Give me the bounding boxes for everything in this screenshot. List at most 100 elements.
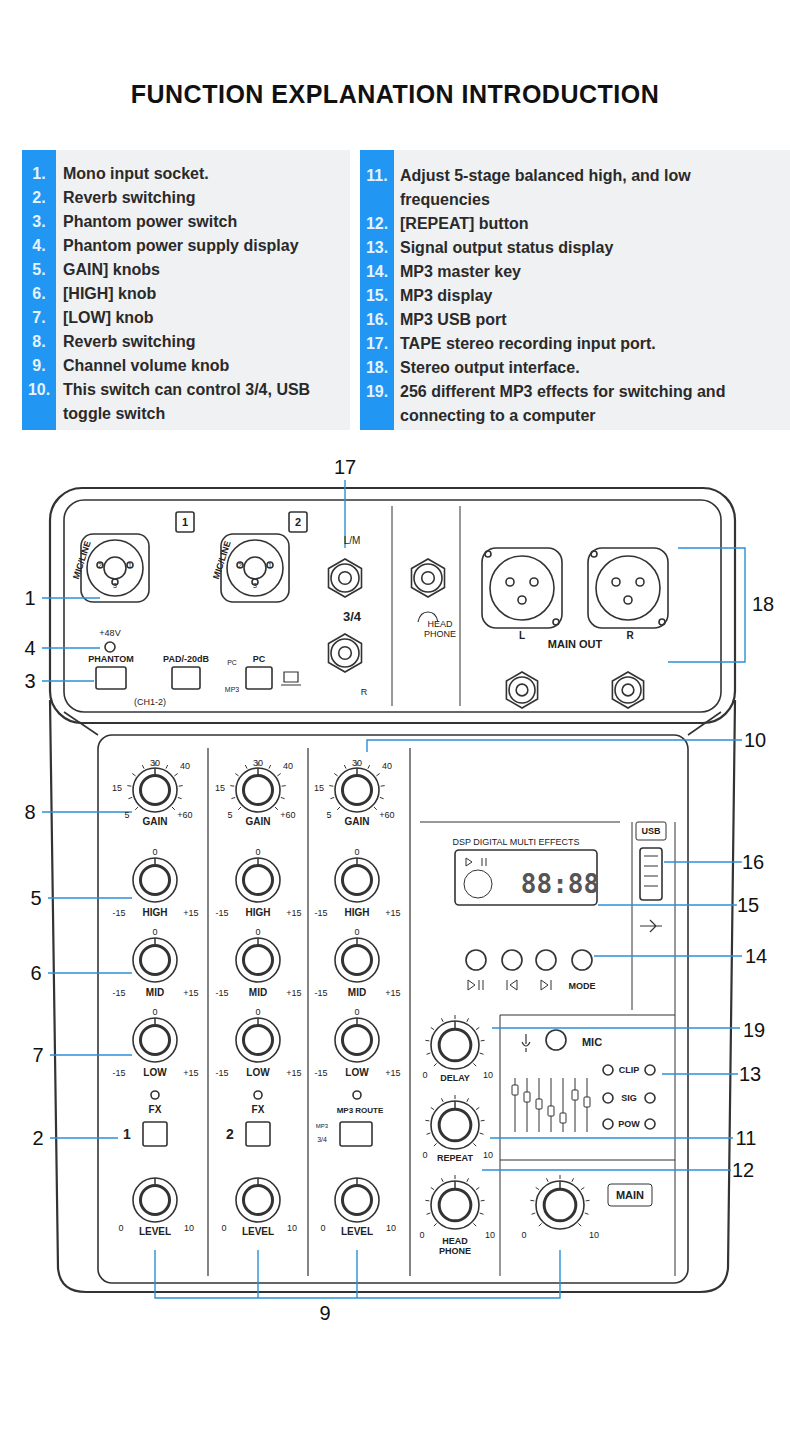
usb-label-box	[636, 822, 666, 840]
leader-line	[367, 740, 742, 752]
list-number: 13.	[360, 236, 394, 260]
slider-cap	[524, 1092, 530, 1102]
scale-mark: +15	[286, 988, 301, 998]
slider-cap	[512, 1085, 518, 1095]
display-digits: 88:88	[521, 870, 599, 900]
list-number: 19.	[360, 380, 394, 404]
knob	[431, 1181, 479, 1229]
button-label: FX	[252, 1104, 265, 1116]
channel-number: 1	[123, 1126, 131, 1142]
knob	[236, 1178, 280, 1222]
phantom-button	[96, 667, 126, 689]
scale-mark: 10	[184, 1223, 194, 1233]
control-label: LOW	[246, 1067, 269, 1079]
control-label: GAIN	[143, 816, 168, 828]
knob-cap	[140, 1185, 169, 1214]
list-number: 18.	[360, 356, 394, 380]
scale-mark: +15	[286, 908, 301, 918]
pin-hole	[636, 578, 644, 586]
control-label: LEVEL	[139, 1226, 171, 1238]
knob-scale	[127, 762, 182, 810]
knob	[335, 938, 379, 982]
knob-cap	[342, 775, 371, 804]
mp3-key	[502, 950, 522, 970]
list-number: 10.	[22, 378, 56, 402]
next-icon	[541, 980, 551, 990]
knob-cap	[140, 945, 169, 974]
list-number: 2.	[22, 186, 56, 210]
leader-line	[50, 1054, 132, 1055]
list-text: Phantom power switch	[63, 210, 345, 234]
mic-jack	[546, 1030, 566, 1050]
scale-mark: +60	[280, 810, 295, 820]
screw	[591, 551, 597, 557]
key-label: MODE	[569, 981, 596, 991]
scale-mark: 0	[152, 927, 157, 937]
status-led	[645, 1119, 655, 1129]
knob-scale	[230, 762, 285, 810]
knob-pointer	[559, 1181, 561, 1189]
channel-number: 2	[226, 1126, 234, 1142]
scale-mark: 40	[382, 761, 392, 771]
knob-cap	[243, 775, 272, 804]
list-text: Reverb switching	[63, 186, 345, 210]
scale-mark: 10	[287, 1223, 297, 1233]
knob-pointer	[356, 858, 358, 865]
face-panel	[98, 735, 688, 1283]
list-panel	[360, 150, 790, 430]
callout-number: 4	[24, 637, 35, 660]
combo-jack	[227, 540, 283, 596]
knob-cap	[140, 865, 169, 894]
list-number: 14.	[360, 260, 394, 284]
knob	[133, 858, 177, 902]
status-led	[603, 1065, 613, 1075]
list-number: 6.	[22, 282, 56, 306]
usb-contacts	[644, 856, 658, 886]
route-button	[340, 1122, 372, 1146]
knob-scale	[329, 762, 384, 810]
combo-jack-hole	[244, 557, 266, 579]
switch-label: PC	[227, 659, 237, 667]
callout-number: 18	[752, 593, 774, 616]
jack-nut	[506, 672, 537, 708]
jack	[414, 564, 442, 592]
port-label: USB	[641, 826, 660, 836]
number-bar	[360, 150, 394, 430]
list-text: [LOW] knob	[63, 306, 345, 330]
scale-mark: 0	[320, 1223, 325, 1233]
scale-mark: 15	[112, 783, 122, 793]
scale-mark: 0	[354, 847, 359, 857]
strip-divider	[208, 748, 410, 1276]
button-label: PAD/-20dB	[163, 654, 209, 664]
knob-cap	[243, 1025, 272, 1054]
scale-mark: -15	[112, 1068, 125, 1078]
scale-mark: 10	[589, 1230, 599, 1240]
scale-mark: 0	[255, 927, 260, 937]
pin-number: 2	[98, 562, 102, 570]
callout-number: 12	[732, 1159, 754, 1182]
knob-cap	[439, 1109, 471, 1141]
knob-cap	[439, 1189, 471, 1221]
knob-pointer	[154, 768, 156, 775]
knob	[236, 1018, 280, 1062]
scale-mark: 0	[221, 1223, 226, 1233]
control-label: LEVEL	[242, 1226, 274, 1238]
jack-hole	[422, 572, 435, 585]
switch-label: MP3	[225, 686, 239, 694]
knob-cap	[342, 1185, 371, 1214]
pin-number: 1	[128, 562, 132, 570]
knob-pointer	[257, 858, 259, 865]
knob	[431, 1021, 479, 1069]
switch-label: MP3	[316, 1123, 328, 1130]
scale-mark: +15	[183, 908, 198, 918]
control-label: HIGH	[345, 907, 370, 919]
slider-cap	[560, 1113, 566, 1123]
list-number: 11.	[360, 164, 394, 188]
list-number: 9.	[22, 354, 56, 378]
list-number: 5.	[22, 258, 56, 282]
scale-mark: +60	[379, 810, 394, 820]
chamfer-line	[64, 712, 721, 735]
eq-slider	[563, 1078, 564, 1132]
scale-mark: 0	[354, 927, 359, 937]
list-text: TAPE stereo recording input port.	[400, 332, 778, 356]
